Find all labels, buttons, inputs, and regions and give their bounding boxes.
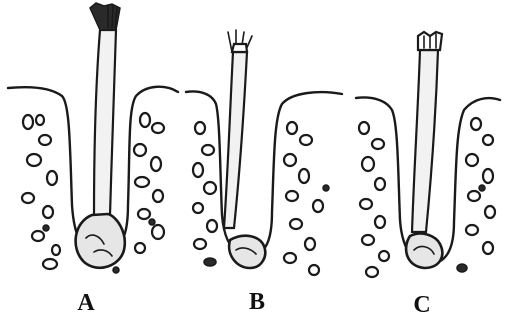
panel-a-hair-bulb: [76, 214, 125, 268]
panel-b-label: B: [249, 290, 265, 314]
panel-b-hair-bulb: [229, 236, 265, 268]
panel-c-illustration: [356, 32, 500, 277]
panel-b-illustration: [186, 30, 342, 275]
panel-a-hair-tip: [90, 3, 120, 30]
panel-b-hair-tip: [228, 30, 252, 52]
panel-a-illustration: [8, 3, 178, 273]
panel-c-hair-shaft: [412, 50, 438, 232]
panel-a-hair-shaft: [94, 30, 116, 215]
panel-b-hair-shaft: [224, 52, 247, 228]
panel-c-hair-tip: [418, 32, 442, 50]
panel-c-label: C: [413, 293, 430, 317]
panel-a-label: A: [77, 291, 94, 315]
panel-c-hair-bulb: [406, 234, 442, 268]
